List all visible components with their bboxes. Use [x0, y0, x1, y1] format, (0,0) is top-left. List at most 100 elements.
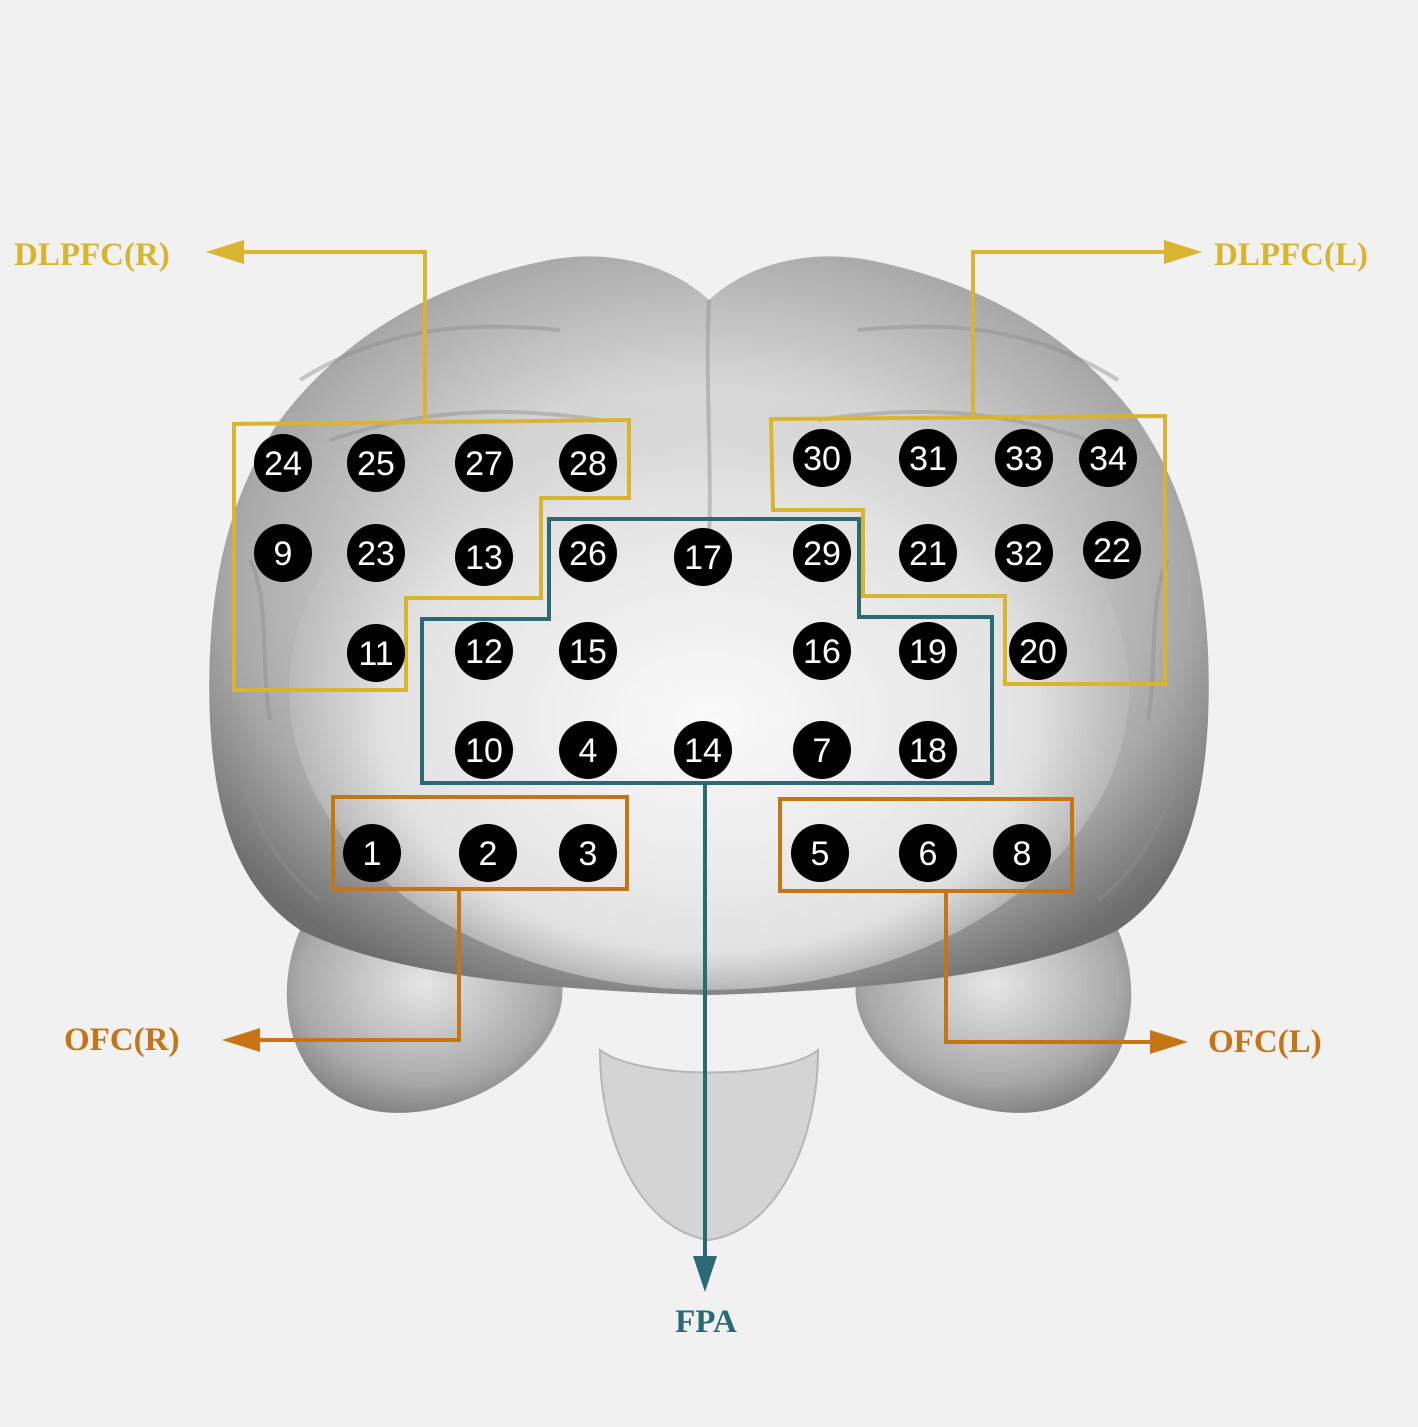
channel-dot	[899, 429, 957, 487]
channel-dot	[899, 824, 957, 882]
fpa-outline	[420, 517, 994, 785]
channel-number: 6	[919, 835, 938, 873]
channel-number: 28	[569, 445, 607, 483]
channel-number: 2	[479, 835, 498, 873]
channel-dot	[455, 721, 513, 779]
channel-dot	[995, 429, 1053, 487]
channel-13: 13	[455, 528, 513, 586]
dlpfc-right-outline	[232, 417, 631, 692]
dlpfc-left-outline	[768, 413, 1167, 686]
channel-number: 4	[579, 732, 598, 770]
channel-19: 19	[899, 622, 957, 680]
channel-22: 22	[1083, 521, 1141, 579]
channel-21: 21	[899, 524, 957, 582]
label-dlpfc-left: DLPFC(L)	[1214, 237, 1368, 273]
channel-number: 26	[569, 535, 607, 573]
channel-28: 28	[559, 434, 617, 492]
channel-32: 32	[995, 524, 1053, 582]
channel-number: 20	[1019, 633, 1057, 671]
channel-2: 2	[459, 824, 517, 882]
channel-16: 16	[793, 622, 851, 680]
channel-dot	[1009, 622, 1067, 680]
channel-dot	[347, 434, 405, 492]
channel-dot	[347, 524, 405, 582]
channel-6: 6	[899, 824, 957, 882]
channel-number: 3	[579, 835, 598, 873]
fpa-arrow	[693, 783, 717, 1292]
channel-dot	[793, 429, 851, 487]
channel-7: 7	[793, 721, 851, 779]
channel-dot	[559, 622, 617, 680]
ofc-left-arrow	[944, 891, 1188, 1054]
channel-34: 34	[1079, 429, 1137, 487]
channel-8: 8	[993, 824, 1051, 882]
gyri-contours	[238, 299, 1180, 902]
channel-12: 12	[455, 622, 513, 680]
channel-18: 18	[899, 721, 957, 779]
channel-dot	[791, 824, 849, 882]
channel-30: 30	[793, 429, 851, 487]
channel-dot	[793, 622, 851, 680]
channel-number: 34	[1089, 440, 1127, 478]
channel-25: 25	[347, 434, 405, 492]
ofc-left-outline	[778, 797, 1074, 893]
channel-5: 5	[791, 824, 849, 882]
label-ofc-left: OFC(L)	[1208, 1024, 1322, 1060]
channel-dot	[559, 524, 617, 582]
dlpfc-left-arrow	[971, 240, 1202, 416]
channel-number: 5	[811, 835, 830, 873]
channel-number: 15	[569, 633, 607, 671]
channel-dot	[993, 824, 1051, 882]
channel-23: 23	[347, 524, 405, 582]
label-dlpfc-right: DLPFC(R)	[14, 237, 170, 273]
channel-dot	[455, 528, 513, 586]
label-fpa: FPA	[675, 1304, 737, 1340]
channel-number: 25	[357, 445, 395, 483]
channel-dot	[455, 434, 513, 492]
channel-31: 31	[899, 429, 957, 487]
channel-33: 33	[995, 429, 1053, 487]
channel-number: 18	[909, 732, 947, 770]
channel-dot	[254, 434, 312, 492]
channel-number: 19	[909, 633, 947, 671]
channel-number: 27	[465, 445, 503, 483]
channel-dot	[674, 528, 732, 586]
channel-number: 31	[909, 440, 947, 478]
channel-20: 20	[1009, 622, 1067, 680]
channel-dot	[899, 622, 957, 680]
channel-1: 1	[343, 824, 401, 882]
channel-17: 17	[674, 528, 732, 586]
channel-dot	[995, 524, 1053, 582]
channel-10: 10	[455, 721, 513, 779]
channel-dot	[674, 721, 732, 779]
channel-11: 11	[347, 624, 405, 682]
channel-27: 27	[455, 434, 513, 492]
channel-dot	[455, 622, 513, 680]
channel-number: 23	[357, 535, 395, 573]
channel-9: 9	[254, 524, 312, 582]
channel-number: 22	[1093, 532, 1131, 570]
channel-3: 3	[559, 824, 617, 882]
channel-number: 11	[358, 635, 393, 673]
channel-number: 9	[274, 535, 293, 573]
channel-15: 15	[559, 622, 617, 680]
channel-dot	[793, 524, 851, 582]
channel-number: 24	[264, 445, 302, 483]
channel-29: 29	[793, 524, 851, 582]
channel-dot	[559, 824, 617, 882]
channel-number: 17	[684, 539, 722, 577]
channel-number: 13	[465, 539, 503, 577]
dlpfc-right-arrow	[206, 240, 427, 420]
channel-dot	[1083, 521, 1141, 579]
channel-number: 12	[465, 633, 503, 671]
channel-dot	[343, 824, 401, 882]
channel-dot	[559, 721, 617, 779]
channel-number: 16	[803, 633, 841, 671]
brainstem	[598, 1047, 820, 1242]
channel-number: 8	[1013, 835, 1032, 873]
channel-number: 1	[363, 835, 382, 873]
channel-24: 24	[254, 434, 312, 492]
channel-14: 14	[674, 721, 732, 779]
